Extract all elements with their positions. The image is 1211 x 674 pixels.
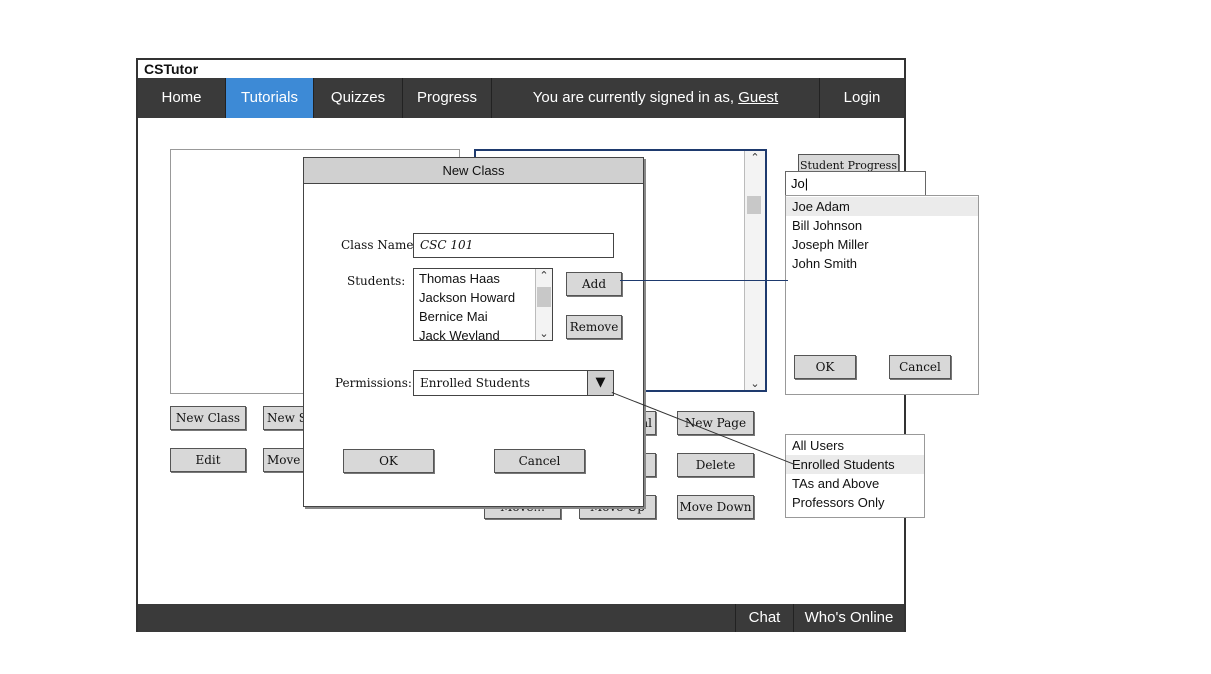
students-label: Students: [347, 274, 406, 288]
scroll-down-icon[interactable]: ⌄ [539, 328, 549, 340]
list-item[interactable]: All Users [792, 438, 845, 453]
list-item[interactable]: Professors Only [792, 495, 885, 510]
nav-bar: Home Tutorials Quizzes Progress You are … [138, 78, 904, 118]
scroll-up-icon[interactable]: ⌃ [539, 270, 549, 282]
search-ok-button[interactable]: OK [794, 355, 856, 379]
signed-in-prefix: You are currently signed in as, [532, 89, 739, 106]
class-name-input[interactable]: CSC 101 [413, 233, 614, 258]
list-item[interactable]: Jackson Howard [419, 290, 516, 305]
search-cancel-button[interactable]: Cancel [889, 355, 951, 379]
scroll-up-icon[interactable]: ⌃ [750, 152, 760, 164]
add-student-button[interactable]: Add [566, 272, 622, 296]
list-item[interactable]: Bill Johnson [792, 218, 863, 233]
new-class-dialog: New Class Class Name: CSC 101 Students: … [303, 157, 644, 507]
nav-quizzes[interactable]: Quizzes [314, 78, 403, 118]
content-scrollbar[interactable]: ⌃ ⌄ [744, 151, 765, 390]
edit-button[interactable]: Edit [170, 448, 246, 472]
remove-student-button[interactable]: Remove [566, 315, 622, 339]
signed-in-user-link[interactable]: Guest [738, 89, 779, 106]
permissions-value: Enrolled Students [420, 376, 530, 390]
nav-home[interactable]: Home [138, 78, 226, 118]
dialog-ok-button[interactable]: OK [343, 449, 434, 473]
dropdown-arrow-icon[interactable]: ▼ [587, 371, 613, 395]
dialog-title: New Class [304, 158, 643, 184]
footer-bar: Chat Who's Online [138, 604, 904, 632]
signed-in-status: You are currently signed in as, Guest [492, 78, 820, 118]
nav-login[interactable]: Login [843, 89, 881, 106]
scroll-thumb[interactable] [747, 196, 761, 214]
list-item[interactable]: TAs and Above [792, 476, 880, 491]
move-down-button[interactable]: Move Down [677, 495, 754, 519]
list-item[interactable]: Bernice Mai [419, 309, 488, 324]
connector-add-to-search [620, 280, 788, 281]
scroll-thumb[interactable] [537, 287, 551, 307]
list-item[interactable]: Enrolled Students [786, 455, 924, 474]
class-name-label: Class Name: [341, 238, 418, 252]
list-item[interactable]: Joseph Miller [792, 237, 869, 252]
list-item[interactable]: John Smith [792, 256, 858, 271]
students-scrollbar[interactable]: ⌃ ⌄ [535, 269, 552, 340]
chat-button[interactable]: Chat [735, 604, 793, 632]
permissions-label: Permissions: [335, 376, 412, 390]
delete-button[interactable]: Delete [677, 453, 754, 477]
nav-progress[interactable]: Progress [403, 78, 492, 118]
list-item[interactable]: Thomas Haas [419, 271, 500, 286]
list-item[interactable]: Joe Adam [786, 197, 978, 216]
dialog-cancel-button[interactable]: Cancel [494, 449, 585, 473]
scroll-down-icon[interactable]: ⌄ [750, 378, 760, 390]
new-class-button[interactable]: New Class [170, 406, 246, 430]
permissions-select[interactable]: Enrolled Students ▼ [413, 370, 614, 396]
student-search-input[interactable]: Jo| [785, 171, 926, 196]
whos-online-button[interactable]: Who's Online [793, 604, 904, 632]
app-title: CSTutor [144, 61, 199, 77]
nav-tutorials[interactable]: Tutorials [226, 78, 314, 118]
list-item[interactable]: Jack Weyland [419, 328, 500, 341]
